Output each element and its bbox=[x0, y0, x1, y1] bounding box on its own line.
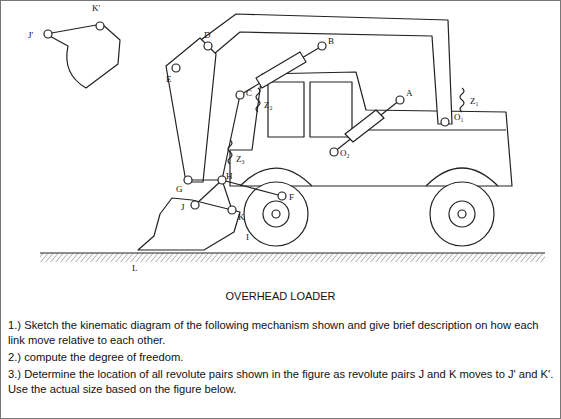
question-text: 2.) compute the degree of freedom. bbox=[8, 350, 556, 365]
joint-label: J' bbox=[28, 30, 33, 40]
joint-label: C bbox=[246, 88, 252, 98]
joint-label: Z₃ bbox=[236, 154, 245, 164]
joint-label: I bbox=[246, 232, 249, 242]
figure-title: OVERHEAD LOADER bbox=[0, 290, 561, 303]
joint-label: H bbox=[226, 171, 233, 181]
joint-label: L bbox=[132, 263, 138, 273]
joint-label: J bbox=[181, 202, 185, 212]
joint-label: K bbox=[238, 212, 245, 222]
joint-label: K' bbox=[92, 3, 100, 13]
joint-label: E bbox=[166, 74, 172, 84]
joint-label: Z₁ bbox=[470, 96, 479, 106]
question-text: 1.) Sketch the kinematic diagram of the … bbox=[8, 318, 556, 348]
joint-label: O₂ bbox=[340, 148, 350, 158]
joint-label: A bbox=[406, 88, 413, 98]
question-list: 1.) Sketch the kinematic diagram of the … bbox=[8, 318, 556, 399]
question-text: 3.) Determine the location of all revolu… bbox=[8, 367, 556, 397]
joint-label: G bbox=[176, 184, 183, 194]
joint-label: Z₂ bbox=[264, 100, 273, 110]
joint-label: D bbox=[204, 30, 211, 40]
joint-label: O₁ bbox=[454, 112, 464, 122]
joint-label: F bbox=[289, 192, 294, 202]
joint-label: B bbox=[328, 36, 334, 46]
